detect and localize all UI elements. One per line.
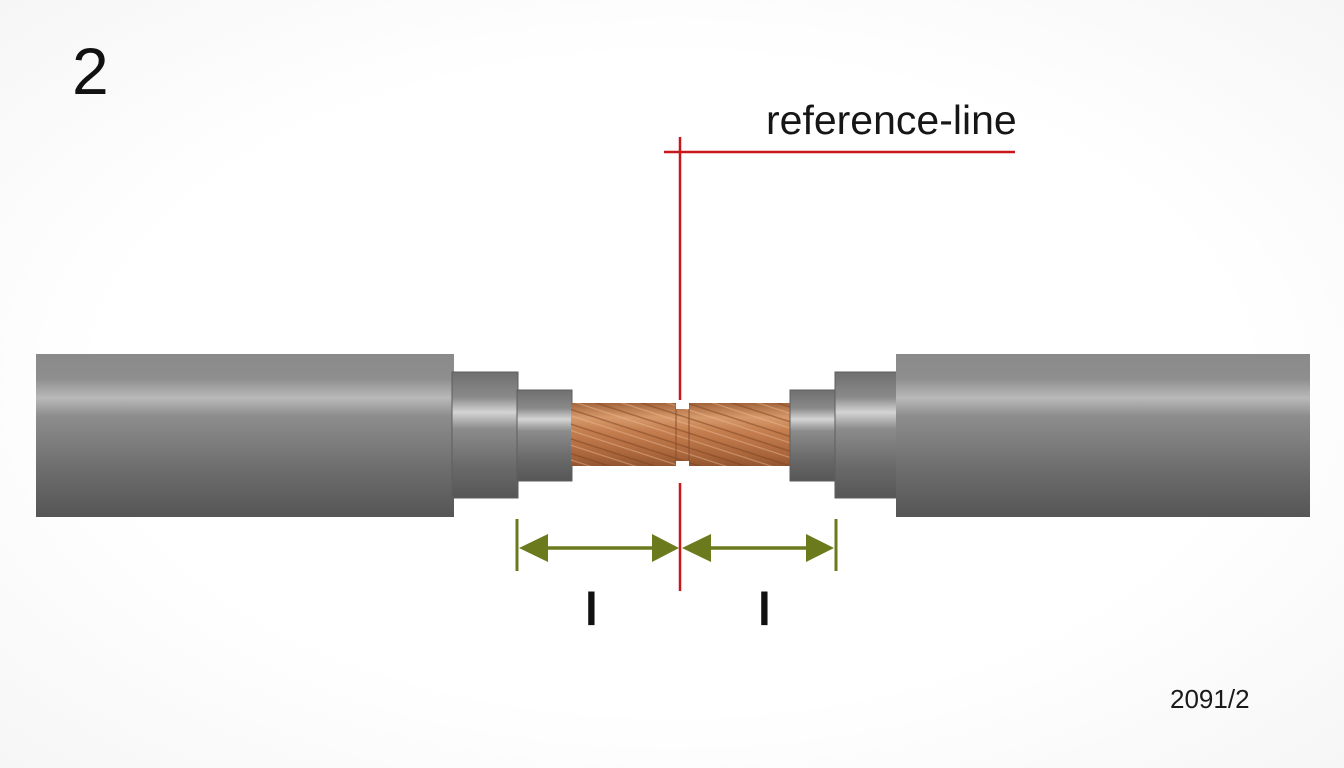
reference-line [664, 137, 1015, 591]
metal-sleeve-inner-right [789, 389, 837, 482]
arrow-left-end-icon [652, 534, 679, 562]
dimension-label-left: l [585, 583, 598, 635]
arrow-left-start-icon [519, 534, 548, 562]
dimension-right [682, 519, 838, 571]
metal-sleeve-inner-left [516, 389, 573, 482]
arrow-right-end-icon [806, 534, 834, 562]
stranded-copper-conductor [571, 403, 790, 466]
figure-number: 2 [72, 34, 109, 108]
metal-sleeve-outer-right [834, 371, 898, 499]
dimension-left [515, 519, 679, 571]
dimension-label-right: l [758, 583, 771, 635]
cable-jacket-right [896, 354, 1310, 517]
metal-sleeve-outer-left [451, 371, 519, 499]
cable-jacket-left [36, 354, 454, 517]
reference-line-label: reference-line [766, 97, 1017, 143]
drawing-code: 2091/2 [1170, 684, 1250, 714]
arrow-right-start-icon [682, 534, 711, 562]
